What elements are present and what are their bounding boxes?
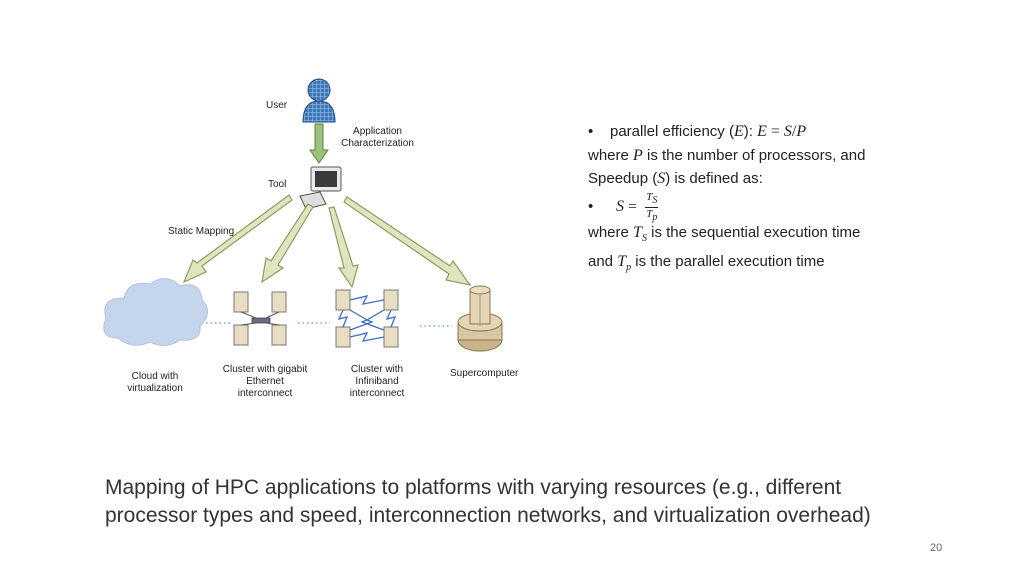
platform-dotted-links (206, 322, 452, 327)
text: Speedup ( (588, 170, 658, 187)
arrow-to-supercomputer (343, 196, 472, 286)
page-number: 20 (930, 542, 943, 554)
tool-label: Tool (268, 179, 287, 190)
math-var: P (796, 123, 807, 140)
text: is the number of processors, and (642, 146, 866, 164)
arrow-to-cloud (182, 194, 293, 284)
speedup-fraction: TS Tp (645, 190, 659, 224)
math-var: E (733, 123, 744, 140)
math-var: S (657, 170, 666, 187)
definition-line-sequential: where TS is the sequential execution tim… (588, 221, 1008, 251)
bullet-speedup-formula: • S = TS Tp (588, 190, 1008, 224)
text: ) is defined as: (665, 170, 763, 187)
text: and (588, 253, 618, 271)
efficiency-definitions: •parallel efficiency (E): E = S/P where … (588, 120, 1008, 280)
user-label: User (266, 100, 288, 111)
hpc-mapping-diagram: User Application Characterization Tool S… (0, 0, 560, 420)
math-op: = (766, 123, 784, 140)
application-characterization-label: Application Characterization (341, 126, 414, 149)
tool-computer-icon (299, 166, 342, 210)
infiniband-cluster-label: Cluster with Infiniband interconnect (349, 364, 405, 399)
bullet-dot: • (588, 123, 594, 140)
arrow-to-infiniband-cluster (328, 206, 359, 289)
bullet-dot: • (588, 198, 594, 216)
math-op: = (624, 198, 638, 216)
static-mapping-label: Static Mapping (168, 226, 235, 237)
text: ): (743, 123, 753, 140)
definition-line-speedup: Speedup (S) is defined as: (588, 167, 1008, 191)
math-var: Tp (617, 253, 632, 274)
math-var: TS (633, 223, 647, 244)
fraction-numerator: TS (645, 190, 659, 208)
text: where (588, 223, 634, 241)
slide-caption: Mapping of HPC applications to platforms… (105, 474, 985, 530)
text: parallel efficiency ( (610, 123, 734, 140)
text: where (588, 146, 634, 164)
math-var: P (633, 146, 643, 164)
supercomputer-icon (457, 285, 503, 352)
characterization-arrow (309, 123, 329, 164)
diagram-canvas (103, 78, 503, 352)
supercomputer-label: Supercomputer (450, 368, 519, 379)
arrow-to-gigabit-cluster (261, 203, 314, 284)
math-var: S (783, 123, 792, 140)
caption-line: Mapping of HPC applications to platforms… (105, 476, 842, 499)
cloud-icon (103, 278, 208, 346)
text: is the parallel execution time (631, 253, 825, 271)
bullet-parallel-efficiency: •parallel efficiency (E): E = S/P (588, 120, 1008, 144)
text: is the sequential execution time (646, 223, 861, 241)
math-var: E (757, 123, 767, 140)
math-op: / (791, 123, 797, 140)
caption-line: processor types and speed, interconnecti… (105, 504, 871, 527)
infiniband-cluster-icon (335, 289, 399, 348)
user-icon (302, 78, 336, 123)
fraction-denominator: Tp (646, 207, 658, 223)
definition-line-processors: where P is the number of processors, and (588, 144, 1008, 168)
definition-line-parallel: and Tp is the parallel execution time (588, 250, 1008, 280)
cloud-label: Cloud with virtualization (127, 371, 183, 394)
gigabit-cluster-label: Cluster with gigabit Ethernet interconne… (222, 364, 308, 399)
math-var: S (616, 198, 624, 216)
gigabit-cluster-icon (233, 291, 287, 346)
